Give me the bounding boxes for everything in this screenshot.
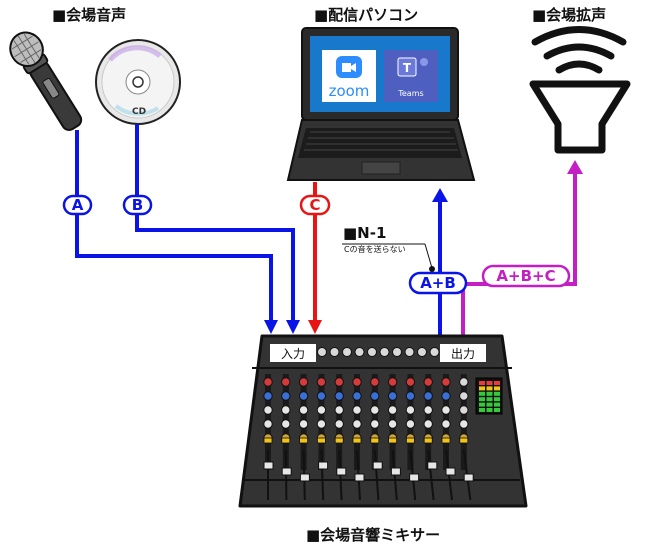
signal-line-a — [75, 130, 273, 324]
venue-audio-label: ■会場音声 — [52, 6, 126, 24]
signal-tag-a-plus-b-plus-c: A+B+C — [481, 264, 571, 288]
svg-text:出力: 出力 — [451, 347, 475, 361]
teams-wordmark: Teams — [397, 89, 423, 98]
zoom-wordmark: zoom — [329, 82, 370, 100]
arrowhead-b-icon — [286, 320, 300, 334]
n1-leader-dot — [429, 266, 435, 272]
n1-leader-line — [424, 243, 433, 269]
signal-line-a-plus-b-plus-c — [461, 172, 577, 346]
signal-tag-a: A — [62, 194, 93, 216]
loudspeaker-icon — [529, 26, 631, 154]
streaming-pc-label: ■配信パソコン — [314, 6, 418, 24]
audio-mixer-icon — [238, 334, 528, 508]
cd-label: CD — [132, 107, 146, 117]
svg-text:A+B+C: A+B+C — [496, 267, 555, 285]
svg-text:C: C — [309, 196, 320, 214]
svg-text:A: A — [72, 196, 84, 214]
svg-text:A+B: A+B — [420, 274, 456, 292]
mixer-label: ■会場音響ミキサー — [306, 526, 440, 544]
cd-disc-icon: CD — [95, 39, 181, 125]
n1-title: ■N-1 — [343, 224, 386, 242]
svg-text:B: B — [132, 196, 143, 214]
signal-tag-c: C — [299, 194, 331, 216]
mixer-output-label: 出力 — [440, 344, 486, 362]
signal-line-b — [135, 124, 295, 324]
microphone-icon — [9, 31, 83, 131]
arrowhead-a-icon — [264, 320, 278, 334]
arrowhead-abc-icon — [567, 160, 583, 174]
mixer-input-label: 入力 — [270, 344, 316, 362]
svg-text:入力: 入力 — [281, 347, 305, 361]
venue-loudspeaker-label: ■会場拡声 — [532, 6, 606, 24]
arrowhead-ab-icon — [432, 188, 448, 202]
signal-tag-b: B — [122, 194, 153, 216]
teams-icon: T — [403, 61, 412, 75]
laptop-icon: zoom T Teams — [286, 27, 476, 181]
arrowhead-c-icon — [308, 320, 322, 334]
signal-tag-a-plus-b: A+B — [408, 271, 468, 295]
n1-note: Cの音を送らない — [344, 244, 406, 254]
